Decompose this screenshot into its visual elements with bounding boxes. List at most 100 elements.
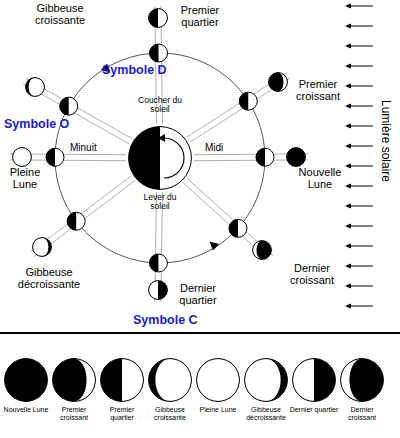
- sunlight-arrow-head: [345, 144, 351, 149]
- phase-name: Dernier quartier: [170, 282, 226, 306]
- sunlight-arrow-head: [345, 64, 351, 69]
- orbit-moon-outline: [256, 148, 274, 166]
- sight-line: [187, 73, 287, 137]
- sunlight-arrow: [350, 306, 373, 307]
- sunlight-arrow: [350, 26, 373, 27]
- phase-name: Premier croissant: [49, 406, 99, 421]
- sunlight-arrow-head: [345, 304, 351, 309]
- moon-phase: Dernier croissant: [340, 358, 384, 402]
- symbol-label: Symbole D: [102, 64, 167, 78]
- moon-phase: Pleine Lune: [12, 147, 32, 167]
- phase-name: Nouvelle Lune: [1, 406, 51, 414]
- moon-dark: [269, 73, 288, 92]
- moon-outline: [149, 359, 192, 402]
- moon-outline: [53, 359, 96, 402]
- moon-phase: Nouvelle Lune: [286, 147, 306, 167]
- phase-name: Pleine Lune: [0, 166, 50, 190]
- moon-dark: [33, 238, 52, 257]
- moon-shape: [148, 8, 168, 28]
- phase-name: Dernier croissant: [282, 262, 342, 286]
- phase-name: Premier quartier: [97, 406, 147, 421]
- time-label: Minuit: [70, 142, 97, 153]
- moon-phase: Dernier croissant: [252, 240, 272, 260]
- moon-lit: [278, 73, 287, 92]
- moon-outline: [13, 148, 32, 167]
- moon-dark: [5, 359, 48, 402]
- moon-shape: [196, 358, 240, 402]
- symbol-label: Symbole C: [133, 314, 198, 328]
- orbit-moon-outline: [67, 212, 85, 230]
- moon-shape: [292, 358, 336, 402]
- orbit-moon-outline: [149, 254, 167, 272]
- moon-phase: Dernier quartier: [148, 280, 168, 300]
- orbit-moon-outline: [46, 148, 64, 166]
- sunlight-arrow: [350, 126, 373, 127]
- sunlight-arrow-head: [345, 164, 351, 169]
- sunlight-arrow: [350, 66, 373, 67]
- moon-dark: [245, 359, 288, 402]
- sunlight-arrow-head: [345, 4, 351, 9]
- orbit-moon-night: [239, 92, 248, 110]
- orbit-moon: [150, 44, 168, 62]
- earth-body-night: [129, 127, 160, 190]
- sun-event-label: Lever du soleil: [139, 193, 181, 212]
- moon-phase: Premier quartier: [100, 358, 144, 402]
- orbit-moon-outline: [239, 92, 257, 110]
- orbit-moon: [149, 254, 167, 272]
- orbit-moon-night: [67, 212, 76, 230]
- moon-outline: [149, 281, 168, 300]
- sunlight-arrow-head: [345, 124, 351, 129]
- orbit-moon-outline: [60, 97, 78, 115]
- moon-outline: [341, 359, 384, 402]
- orbit-moon: [46, 148, 64, 166]
- moon-shape: [4, 358, 48, 402]
- separator: [0, 332, 400, 334]
- moon-lit: [155, 359, 191, 402]
- earth-shape: [128, 126, 192, 190]
- earth: Coucher du soleilLever du soleil: [128, 126, 192, 190]
- sunlight-arrow: [350, 226, 373, 227]
- orbit-moon-night: [46, 148, 55, 166]
- moon-shape: [148, 358, 192, 402]
- phase-name: Gibbeuse croissante: [28, 2, 92, 26]
- light-label: Lumière solaire: [379, 100, 392, 182]
- moon-dark: [149, 9, 168, 28]
- sunlight-arrow: [350, 166, 373, 167]
- sunlight-arrow-head: [345, 244, 351, 249]
- moon-outline: [245, 359, 288, 402]
- moon-dark: [149, 281, 168, 300]
- moon-dark: [53, 359, 96, 402]
- sunlight-arrow: [350, 206, 373, 207]
- moon-outline: [33, 238, 52, 257]
- moon-dark: [293, 359, 336, 402]
- moon-shape: [12, 147, 32, 167]
- moon-shape: [100, 358, 144, 402]
- moon-phase: Gibbeuse décroissante: [32, 237, 52, 257]
- earth-body-outline: [129, 127, 192, 190]
- moon-outline: [5, 359, 48, 402]
- sunlight-arrow: [350, 46, 373, 47]
- phase-name: Nouvelle Lune: [292, 166, 348, 190]
- sunlight-arrow-head: [345, 184, 351, 189]
- orbit-moon: [67, 212, 85, 230]
- sunlight-arrow-head: [345, 264, 351, 269]
- sunlight-arrow: [350, 186, 373, 187]
- moon-dark: [287, 148, 306, 167]
- sunlight-arrow: [350, 6, 373, 7]
- phase-name: Premier croissant: [290, 78, 346, 102]
- moon-phase: Dernier quartier: [292, 358, 336, 402]
- moon-outline: [287, 148, 306, 167]
- moon-lit: [341, 359, 362, 402]
- symbol-label: Symbole O: [4, 118, 69, 132]
- sunlight-arrow: [350, 146, 373, 147]
- sunlight-arrow: [350, 266, 373, 267]
- phase-name: Premier quartier: [170, 4, 230, 28]
- moon-outline: [26, 78, 45, 97]
- orbit-moon-night: [60, 97, 69, 115]
- orbit-moon-night: [229, 219, 238, 237]
- orbit-moon-night: [149, 254, 158, 272]
- moon-dark: [26, 78, 45, 97]
- moon-lit: [149, 281, 158, 300]
- sight-line: [183, 183, 269, 260]
- moon-lit: [245, 359, 281, 402]
